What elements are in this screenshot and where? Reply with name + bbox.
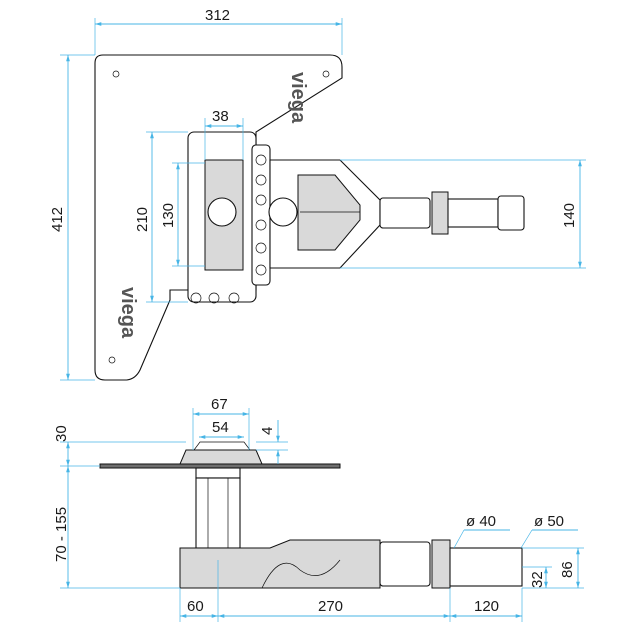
mounting-hole: [112, 70, 120, 78]
mounting-hole: [108, 356, 116, 364]
trap-knob: [268, 197, 298, 227]
side-channel: [251, 144, 271, 286]
screw: [255, 242, 267, 254]
dim-dia-40: ø 40: [466, 513, 496, 530]
trap-wave: [261, 559, 341, 589]
dim-axis-32: 32: [529, 571, 546, 588]
dim-offset-60: 60: [187, 598, 204, 615]
side-view: [99, 441, 523, 589]
dim-box-210: 210: [134, 207, 151, 232]
outlet-pipe-side: [449, 547, 523, 587]
grate-top: [193, 441, 251, 451]
dim-top-30: 30: [53, 425, 70, 442]
dim-flange-67: 67: [211, 396, 228, 413]
screw: [255, 154, 267, 166]
screw: [255, 174, 267, 186]
screw: [255, 194, 267, 206]
screw: [255, 264, 267, 276]
brand-mark-top: viega: [287, 72, 309, 124]
side-view-dimensions: 67 54 4 30 70 - 155 ø 40 ø 50 86: [53, 396, 584, 622]
dim-inner-130: 130: [160, 203, 177, 228]
screw: [208, 292, 220, 304]
screw: [255, 219, 267, 231]
outlet-coupling: [379, 197, 431, 229]
brand-mark-left: viega: [117, 287, 139, 339]
dim-dia-50: ø 50: [534, 513, 564, 530]
outlet-coupling-side: [379, 541, 431, 587]
dim-outlet-120: 120: [474, 598, 499, 615]
outlet-nut: [431, 191, 449, 235]
mounting-hole: [322, 70, 330, 78]
riser-pipe: [195, 477, 241, 549]
screw: [190, 292, 202, 304]
outlet-cap: [497, 195, 525, 231]
dim-body-height: 70 - 155: [53, 507, 70, 562]
outlet-pipe: [447, 198, 499, 228]
top-view: viega viega: [94, 54, 525, 381]
dim-width-312: 312: [205, 7, 230, 24]
dim-outlet-140: 140: [561, 203, 578, 228]
drain-centre: [207, 197, 237, 227]
height-adjuster: [195, 467, 241, 479]
outlet-nut-side: [431, 539, 451, 589]
dim-outlet-86: 86: [559, 561, 576, 578]
top-view-dimensions: 312 412 38 210 130 140: [49, 7, 586, 381]
dim-height-412: 412: [49, 207, 66, 232]
dim-grate-38: 38: [212, 108, 229, 125]
dim-step-4: 4: [259, 427, 276, 435]
trap-inner: [297, 174, 361, 251]
screw: [228, 292, 240, 304]
membrane-flange: [99, 463, 341, 469]
grate-head: [179, 449, 263, 465]
dim-length-270: 270: [318, 598, 343, 615]
dim-flange-54: 54: [212, 419, 229, 436]
